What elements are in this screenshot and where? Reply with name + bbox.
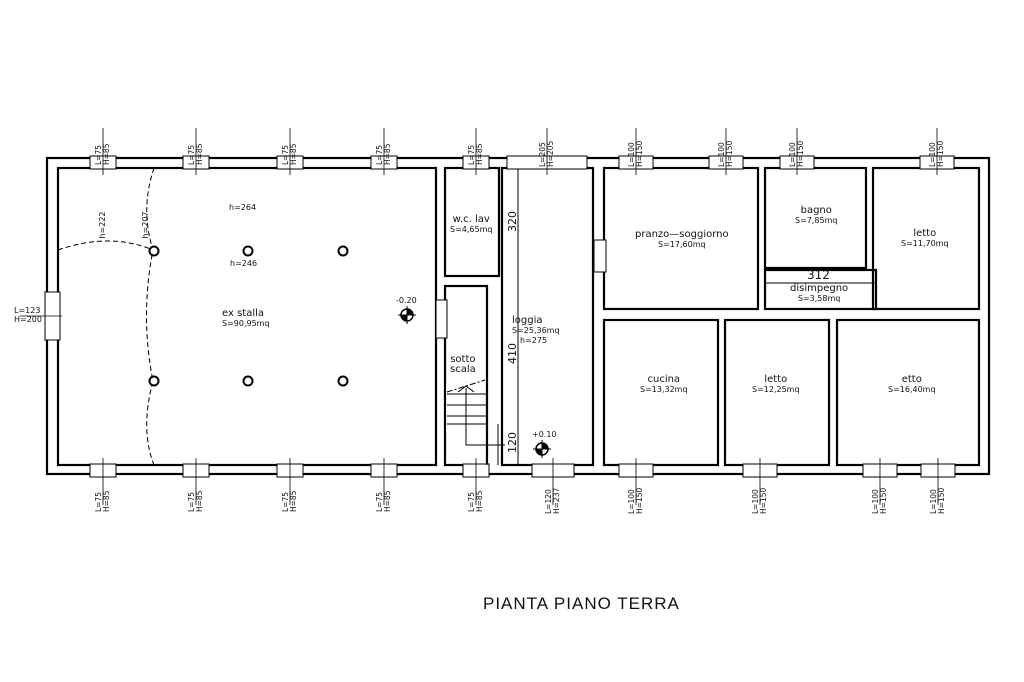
room-disimpegno: [763, 268, 878, 311]
room-letto-3: [835, 318, 981, 467]
dimension-120: 120: [506, 432, 519, 453]
room-bagno: [763, 166, 868, 270]
height-label: h=207: [141, 211, 150, 239]
dimension-312: 312: [807, 268, 830, 282]
drawing-title: PIANTA PIANO TERRA: [483, 594, 680, 613]
room-cucina: [602, 318, 720, 467]
room-pranzo: [602, 166, 760, 311]
dimension-410: 410: [506, 343, 519, 364]
dimension-320: 320: [506, 211, 519, 232]
height-label: h=264: [229, 203, 257, 212]
level-stalla: -0.20: [396, 296, 417, 305]
height-label: h=222: [98, 211, 107, 239]
level-loggia: +0.10: [532, 430, 557, 439]
height-label: h=246: [230, 259, 258, 268]
